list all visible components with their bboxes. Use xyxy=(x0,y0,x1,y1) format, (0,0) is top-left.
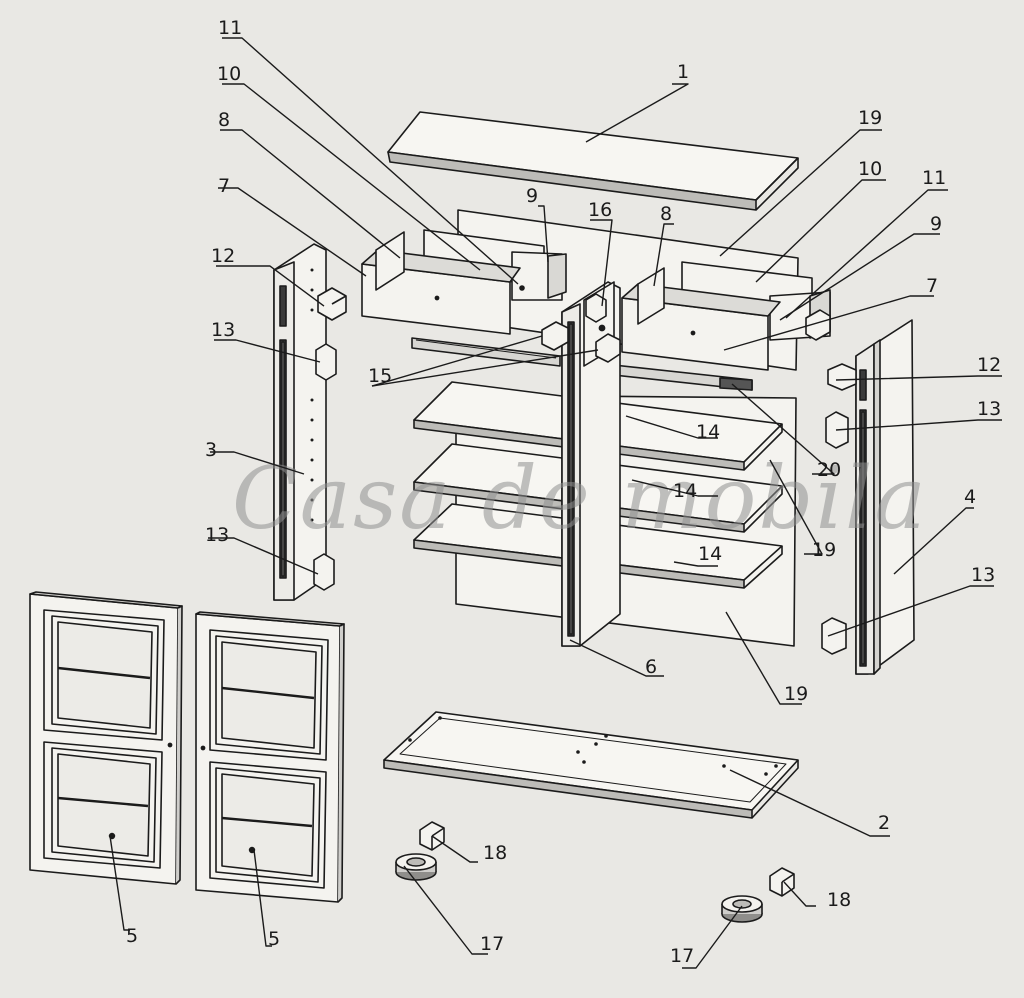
callout-9-left: 9 xyxy=(526,185,538,207)
callout-14-middle: 14 xyxy=(673,480,697,502)
bracket-12-right xyxy=(827,363,857,391)
block-18-right xyxy=(769,867,795,897)
bottom-panel xyxy=(383,711,799,819)
leader-lines xyxy=(109,37,1002,969)
foot-left xyxy=(395,853,437,881)
drawer-right xyxy=(621,261,831,371)
callout-11-right: 11 xyxy=(922,167,946,189)
door-left xyxy=(29,591,183,885)
callout-7-left: 7 xyxy=(218,175,230,197)
top-panel xyxy=(387,111,799,211)
callout-18-left: 18 xyxy=(483,842,507,864)
callout-3: 3 xyxy=(205,439,217,461)
drawer-left xyxy=(361,229,567,335)
bracket-16-b xyxy=(805,309,831,341)
callout-19-bottom: 19 xyxy=(784,683,808,705)
callout-17-right: 17 xyxy=(670,945,694,967)
callout-19-top: 19 xyxy=(858,107,882,129)
callout-9-right: 9 xyxy=(930,213,942,235)
callout-12-left: 12 xyxy=(211,245,235,267)
callout-11-left: 11 xyxy=(218,17,242,39)
side-panel-right xyxy=(855,319,915,675)
callout-5-left: 5 xyxy=(126,925,138,947)
callout-7-right: 7 xyxy=(926,275,938,297)
callout-labels: 1 2 3 4 5 5 6 7 7 8 8 9 9 10 10 11 11 12… xyxy=(126,17,1001,967)
bracket-16-a xyxy=(585,293,607,323)
callout-10-right: 10 xyxy=(858,158,882,180)
callout-6: 6 xyxy=(645,656,657,678)
callout-14-top: 14 xyxy=(696,421,720,443)
callout-14-bottom: 14 xyxy=(698,543,722,565)
bracket-15-b xyxy=(595,333,621,363)
callout-2: 2 xyxy=(878,812,890,834)
callout-4: 4 xyxy=(964,486,976,508)
callout-13-left-upper: 13 xyxy=(211,319,235,341)
callout-18-right: 18 xyxy=(827,889,851,911)
bracket-15-a xyxy=(541,321,569,351)
door-right xyxy=(195,611,345,903)
callout-16: 16 xyxy=(588,199,612,221)
callout-8-left: 8 xyxy=(218,109,230,131)
callout-13-right-upper: 13 xyxy=(977,398,1001,420)
callout-17-left: 17 xyxy=(480,933,504,955)
callout-19-middle: 19 xyxy=(812,539,836,561)
callout-12-right: 12 xyxy=(977,354,1001,376)
callout-5-right: 5 xyxy=(268,928,280,950)
block-13-right-lower xyxy=(821,617,847,655)
block-13-left-lower xyxy=(313,553,335,591)
bracket-12-left xyxy=(317,287,347,321)
callout-15: 15 xyxy=(368,365,392,387)
callout-13-left-lower: 13 xyxy=(205,524,229,546)
block-13-left-upper xyxy=(315,343,337,381)
foot-right xyxy=(721,895,763,923)
callout-10-left: 10 xyxy=(217,63,241,85)
side-panel-left xyxy=(273,243,327,601)
callout-20: 20 xyxy=(817,459,841,481)
callout-1: 1 xyxy=(677,61,689,83)
middle-divider xyxy=(561,281,621,647)
callout-13-right-lower: 13 xyxy=(971,564,995,586)
callout-8-right: 8 xyxy=(660,203,672,225)
